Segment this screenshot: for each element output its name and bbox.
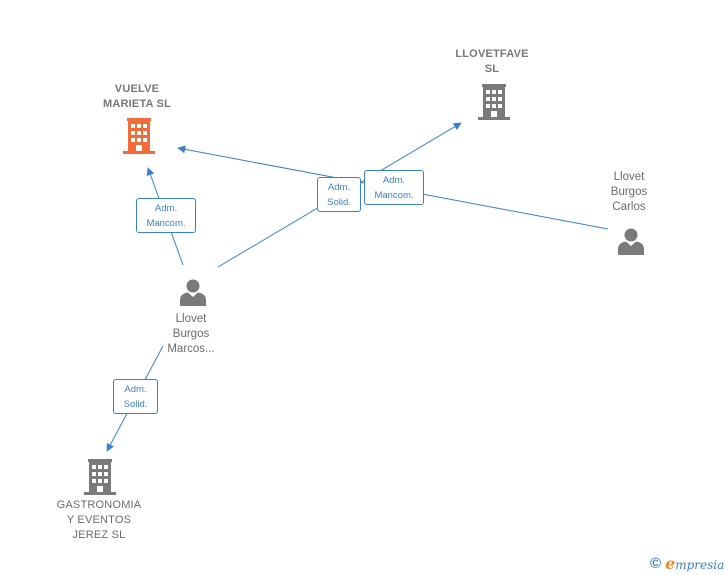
company-name-llovetfave[interactable]: LLOVETFAVE SL [455,48,529,75]
empresia-logo: © empresia [650,553,724,573]
edge-label-carlos-vuelve[interactable]: Adm. Mancom. [364,170,424,205]
person-icon[interactable] [617,227,645,255]
person-icon[interactable] [179,278,207,306]
building-icon[interactable] [84,459,116,495]
building-icon[interactable] [478,84,510,120]
person-name-llovet-burgos-carlos[interactable]: Llovet Burgos Carlos [610,171,648,213]
copyright-symbol: © [650,554,662,572]
edge-label-marcos-llovetfave[interactable]: Adm. Solid. [317,177,361,212]
company-name-vuelve-marieta[interactable]: VUELVE MARIETA SL [103,83,171,110]
edge-label-marcos-gastronomia[interactable]: Adm. Solid. [113,379,158,414]
brand-name: empresia [665,553,725,573]
building-icon[interactable] [123,118,155,154]
person-name-llovet-burgos-marcos[interactable]: Llovet Burgos Marcos... [167,313,215,355]
edge-label-marcos-vuelve[interactable]: Adm. Mancom. [136,198,196,233]
company-name-gastronomia[interactable]: GASTRONOMIA Y EVENTOS JEREZ SL [56,499,142,541]
